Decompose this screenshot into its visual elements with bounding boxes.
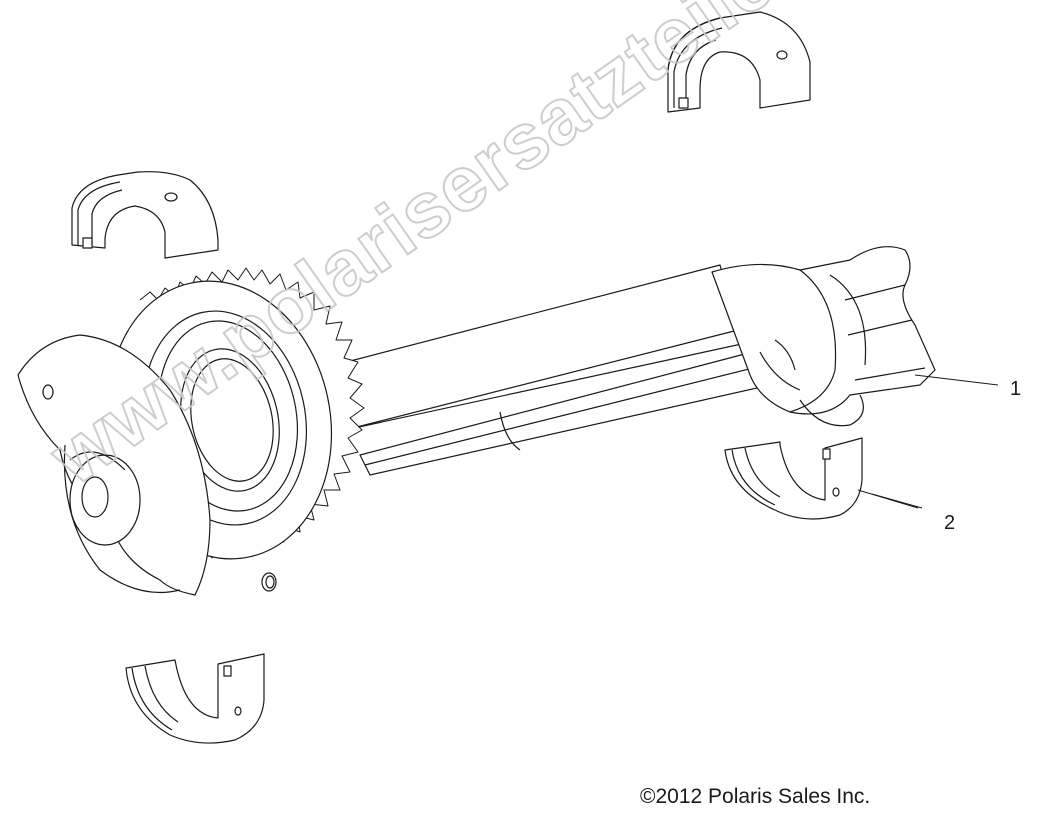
front-counterweight-plate [18,335,210,595]
bearing-shell-bottom-left [126,654,264,743]
bearing-shell-top-right [668,12,810,112]
callout-1-label: 1 [1010,378,1022,400]
bearing-shell-right [725,438,918,519]
copyright-notice: ©2012 Polaris Sales Inc. [640,785,871,808]
callout-leader-2 [872,494,922,508]
bearing-shell-top-left [72,172,218,258]
callout-leader-1 [915,375,998,385]
callout-2-label: 2 [944,512,956,534]
balance-shaft [335,247,935,475]
